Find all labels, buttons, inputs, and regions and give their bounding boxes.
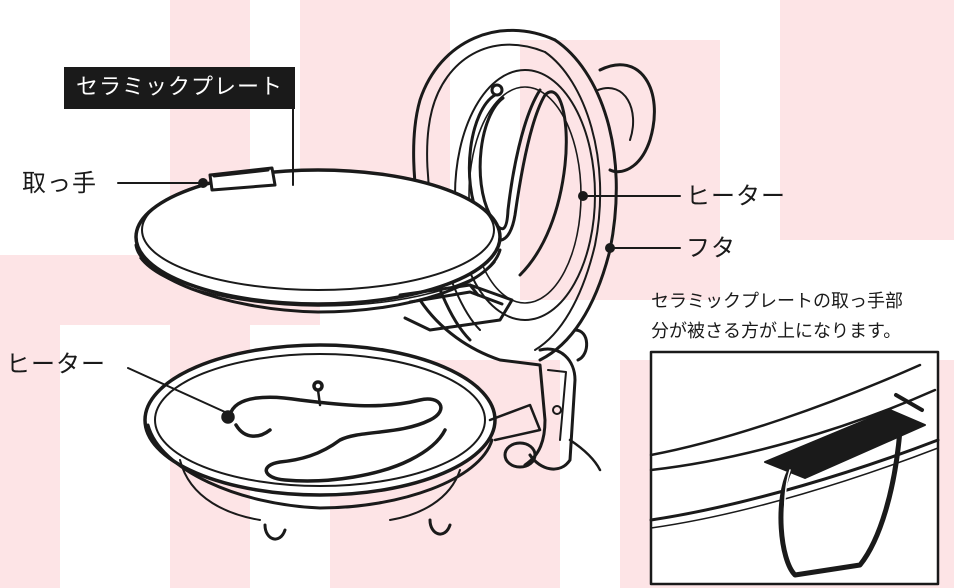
lower-pan <box>143 343 542 541</box>
label-handle: 取っ手 <box>22 169 97 197</box>
upper-heater <box>467 83 568 277</box>
plate-handle-back <box>208 166 277 192</box>
leader-lines <box>117 103 681 413</box>
label-ceramic-plate: セラミックプレート <box>64 67 296 109</box>
inset-detail <box>649 350 940 586</box>
inset-note-line-2: 分が被さる方が上になります。 <box>651 321 902 342</box>
inset-note: セラミックプレートの取っ手部 分が被さる方が上になります。 <box>651 287 903 347</box>
hinge-body <box>418 298 602 472</box>
lower-heater <box>221 380 447 483</box>
leader-dots <box>198 178 615 253</box>
label-lid: フタ <box>686 234 736 262</box>
label-heater-upper: ヒーター <box>686 182 786 210</box>
ceramic-plate <box>134 168 502 314</box>
label-heater-lower: ヒーター <box>6 350 106 378</box>
inset-note-line-1: セラミックプレートの取っ手部 <box>651 291 903 312</box>
plate-handle-front <box>398 283 514 332</box>
lid <box>412 28 656 362</box>
